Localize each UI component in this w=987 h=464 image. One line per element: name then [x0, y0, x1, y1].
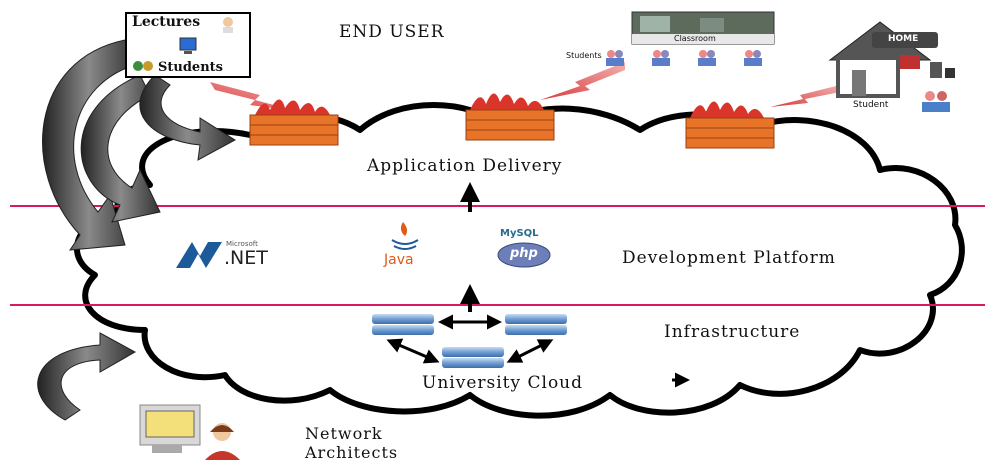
- lecturer-person-icon: [223, 17, 233, 33]
- students-group-icon: [133, 61, 153, 71]
- network-architect-computer-icon: [139, 404, 201, 453]
- firewall-icon-3: [685, 101, 775, 149]
- home-icon: [828, 21, 955, 98]
- university-cloud-label: University Cloud: [422, 373, 584, 393]
- arrow-server-right-diag: [506, 339, 554, 363]
- students-label: Students: [158, 60, 223, 75]
- java-logo-text: Java: [384, 252, 414, 268]
- php-logo-text: php: [510, 246, 538, 261]
- infrastructure-label: Infrastructure: [664, 322, 801, 342]
- curved-arrow-inner: [139, 74, 236, 161]
- lightning-bolt-3: [770, 85, 840, 107]
- computer-icon: [179, 37, 197, 54]
- student-label: Student: [853, 100, 889, 110]
- php-logo: [497, 242, 551, 268]
- network-architects-label: Network Architects: [305, 424, 398, 462]
- development-platform-label: Development Platform: [622, 248, 836, 268]
- server-icon-right: [505, 314, 567, 335]
- classroom-label: Classroom: [674, 34, 716, 43]
- classroom-photo: [631, 11, 775, 45]
- arrow-server-left-diag: [386, 338, 440, 364]
- lightning-bolt-1: [210, 82, 300, 112]
- students-row-icons: [606, 50, 762, 66]
- mysql-logo-text: MySQL: [500, 228, 539, 239]
- dotnet-logo: [176, 242, 222, 268]
- firewall-icon-1: [249, 99, 339, 146]
- lectures-label: Lectures: [132, 14, 201, 30]
- end-user-label: END USER: [339, 22, 445, 42]
- student-person-icon: [922, 91, 950, 112]
- server-icon-bottom: [442, 347, 504, 368]
- dotnet-logo-text: .NET: [224, 247, 268, 269]
- curved-arrow-middle: [80, 74, 161, 223]
- curved-arrow-outer: [42, 39, 136, 251]
- home-label: HOME: [888, 34, 919, 44]
- lightning-bolt-2: [540, 62, 625, 100]
- network-architect-person-icon: [205, 423, 240, 460]
- microsoft-logo-text: Microsoft: [226, 240, 258, 248]
- network-architects-line1: Network: [305, 424, 383, 443]
- server-icon-left: [372, 314, 434, 335]
- network-architects-line2: Architects: [305, 443, 399, 462]
- java-logo: [391, 222, 419, 250]
- students-small-label: Students: [566, 51, 602, 60]
- curved-arrow-bottom: [37, 332, 137, 421]
- application-delivery-label: Application Delivery: [367, 156, 563, 176]
- firewall-icon-2: [465, 93, 555, 141]
